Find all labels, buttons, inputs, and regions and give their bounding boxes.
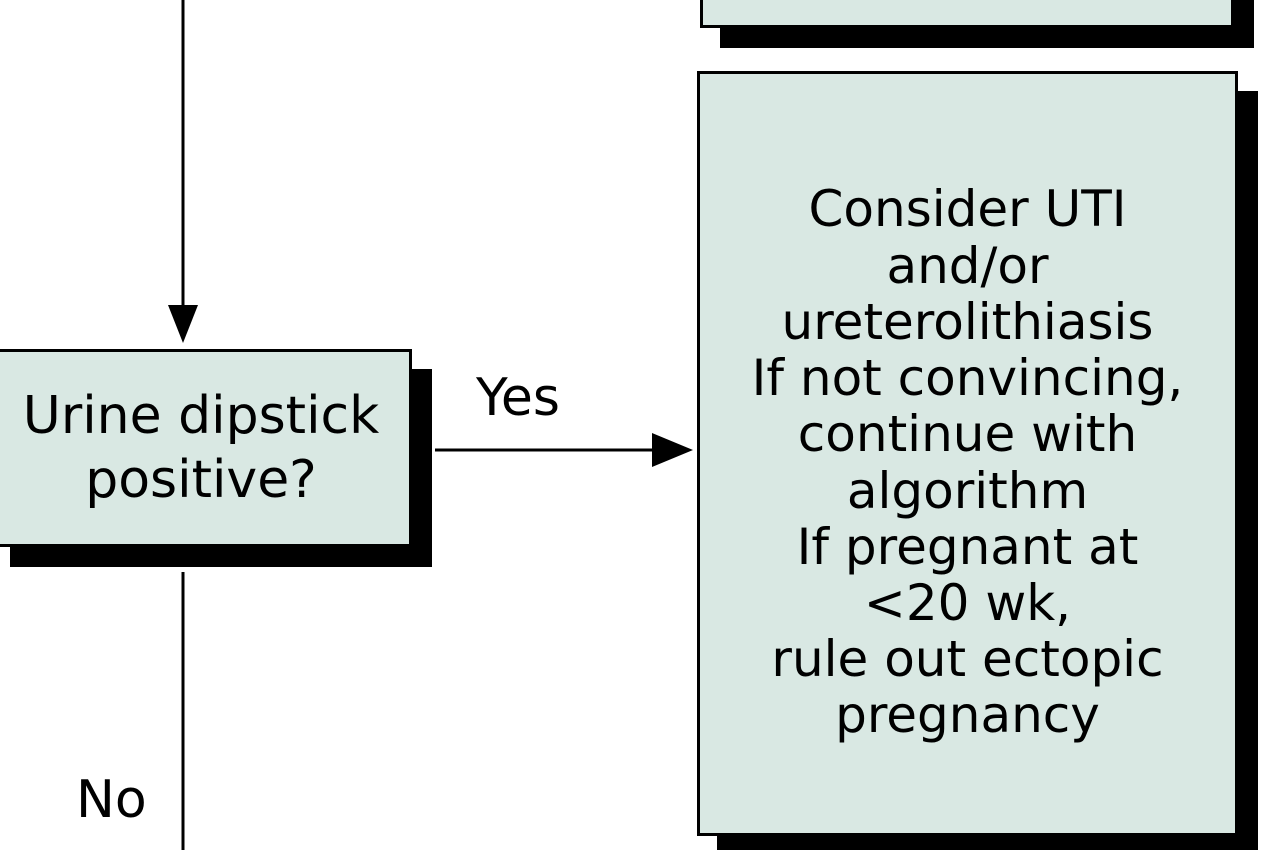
result-line-8: <20 wk, [863, 573, 1072, 632]
decision-line-2: positive? [85, 450, 317, 510]
result-line-4: If not convincing, [751, 349, 1184, 408]
result-line-6: algorithm [846, 461, 1089, 520]
yes-label: Yes [476, 368, 560, 428]
result-line-2: and/or [886, 236, 1049, 295]
result-line-3: ureterolithiasis [781, 292, 1154, 351]
uti-consideration-box: Consider UTI and/or ureterolithiasis If … [697, 71, 1238, 836]
upper-result-box [700, 0, 1234, 28]
result-line-10: pregnancy [835, 686, 1100, 745]
decision-line-1: Urine dipstick [22, 386, 380, 446]
urine-dipstick-decision: Urine dipstick positive? [0, 349, 412, 547]
no-label: No [76, 770, 147, 830]
result-line-5: continue with [797, 405, 1138, 464]
result-line-7: If pregnant at [796, 517, 1139, 576]
result-line-9: rule out ectopic [771, 630, 1164, 689]
result-line-1: Consider UTI [808, 180, 1127, 239]
incoming-arrowhead [168, 305, 198, 343]
yes-arrowhead [652, 433, 693, 467]
